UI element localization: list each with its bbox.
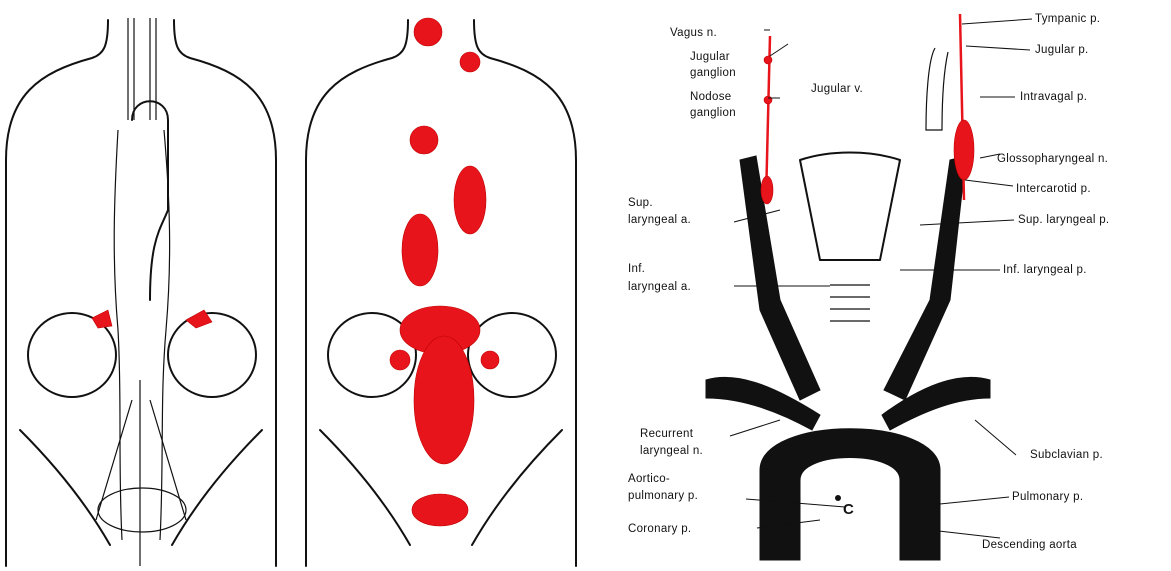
label-coronary-p: Coronary p.: [628, 523, 691, 535]
label-recurrent-laryngeal-n-2: laryngeal n.: [640, 445, 703, 457]
label-aortico-pulmonary-p-2: pulmonary p.: [628, 490, 698, 502]
label-inf-laryngeal-a-1: Inf.: [628, 263, 645, 275]
label-jugular-v: Jugular v.: [811, 83, 863, 95]
bladder-1: [98, 488, 186, 532]
label-intercarotid-p: Intercarotid p.: [1016, 183, 1091, 195]
torso-outline-left-2: [306, 20, 408, 566]
right-kidney-2: [468, 313, 556, 397]
label-pulmonary-p: Pulmonary p.: [1012, 491, 1083, 503]
neck-arch-panel: [706, 14, 1032, 560]
aortic-arch: [760, 429, 940, 560]
label-inf-laryngeal-a-2: laryngeal a.: [628, 281, 691, 293]
label-descending-aorta: Descending aorta: [982, 539, 1077, 551]
torso-outline-left-1: [6, 20, 108, 566]
labels-right: Tympanic p. Jugular p. Intravagal p. Glo…: [982, 13, 1109, 551]
paraganglion-chest-2: [402, 214, 438, 286]
right-carotid: [884, 156, 966, 400]
label-inf-laryngeal-p: Inf. laryngeal p.: [1003, 264, 1087, 276]
glomus-jugulare-right: [954, 120, 974, 180]
torso-outline-right-2: [474, 20, 576, 566]
paraganglion-neck-1: [414, 18, 442, 46]
label-vagus-n: Vagus n.: [670, 27, 717, 39]
label-jugular-ganglion-2: ganglion: [690, 67, 736, 79]
nodose-ganglion-dot: [764, 96, 772, 104]
label-sup-laryngeal-a-1: Sup.: [628, 197, 653, 209]
label-tympanic-p: Tympanic p.: [1035, 13, 1100, 25]
torso-panel-outline: [6, 18, 276, 566]
marker-c-label: C: [843, 501, 854, 518]
jugular-ganglion-dot: [764, 56, 772, 64]
torso-panel-red: [306, 18, 576, 566]
label-recurrent-laryngeal-n-1: Recurrent: [640, 428, 694, 440]
label-jugular-ganglion-1: Jugular: [690, 51, 730, 63]
right-kidney-1: [168, 313, 256, 397]
paraganglion-neck-3: [410, 126, 438, 154]
label-nodose-ganglion-1: Nodose: [690, 91, 731, 103]
paraganglion-abdomen-2: [414, 336, 474, 464]
iliac-vessels-1: [96, 380, 186, 566]
label-sup-laryngeal-a-2: laryngeal a.: [628, 214, 691, 226]
sympathetic-chain-1a: [114, 130, 122, 540]
label-jugular-p: Jugular p.: [1035, 44, 1089, 56]
label-sup-laryngeal-p: Sup. laryngeal p.: [1018, 214, 1109, 226]
label-aortico-pulmonary-p-1: Aortico-: [628, 473, 670, 485]
jugular-vein: [926, 48, 948, 130]
label-glossopharyngeal-n: Glossopharyngeal n.: [997, 153, 1108, 165]
left-carotid: [740, 156, 820, 400]
label-intravagal-p: Intravagal p.: [1020, 91, 1087, 103]
torso-outline-right-1: [174, 20, 276, 566]
neck-vessels-1: [128, 18, 156, 120]
paraganglion-chest-1: [454, 166, 486, 234]
marker-c-dot: [835, 495, 841, 501]
trachea-rings: [830, 285, 870, 321]
glomus-jugulare-left: [761, 176, 773, 204]
paraganglion-small-2: [481, 351, 499, 369]
paraganglion-pelvis: [412, 494, 468, 526]
label-nodose-ganglion-2: ganglion: [690, 107, 736, 119]
sympathetic-chain-1b: [160, 130, 170, 540]
aortic-arch-1: [132, 101, 168, 300]
paraganglion-neck-2: [460, 52, 480, 72]
adrenal-left-1: [92, 310, 112, 328]
label-subclavian-p: Subclavian p.: [1030, 449, 1103, 461]
paraganglion-small-1: [390, 350, 410, 370]
larynx-outline: [800, 153, 900, 261]
